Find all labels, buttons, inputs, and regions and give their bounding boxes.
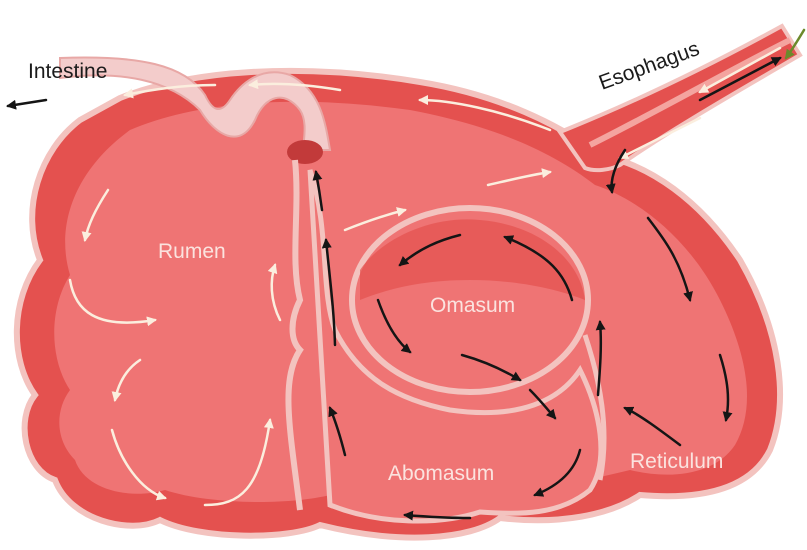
rumen-label: Rumen: [158, 240, 226, 263]
dark-arrow: [8, 100, 46, 106]
abomasum-label: Abomasum: [388, 462, 494, 485]
omasum-label: Omasum: [430, 294, 515, 317]
intestine-label: Intestine: [28, 60, 107, 83]
reticulum-label: Reticulum: [630, 450, 723, 473]
